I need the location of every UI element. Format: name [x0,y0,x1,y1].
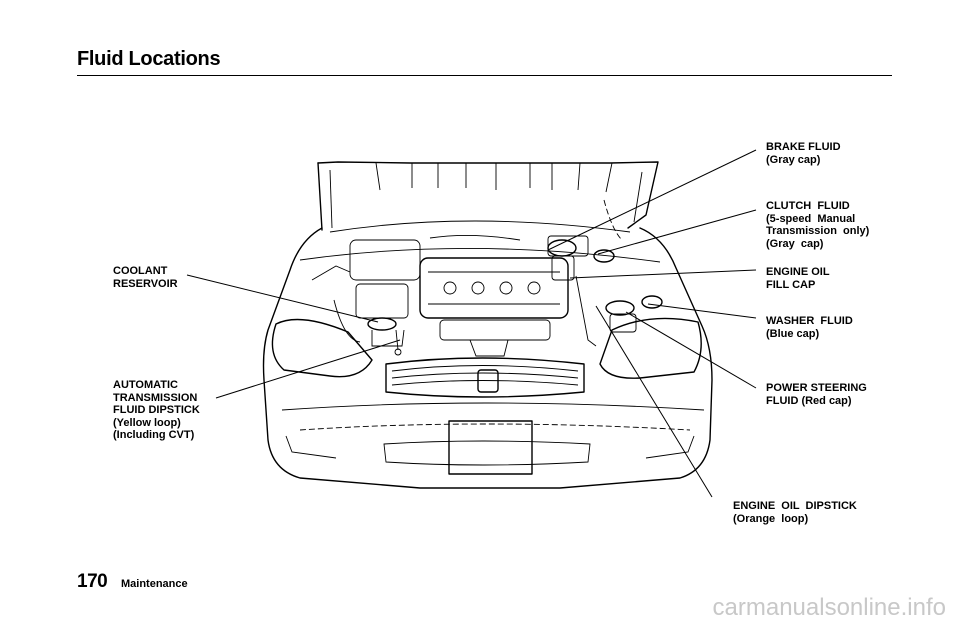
engine-components [311,234,663,357]
leader-power-steering [625,311,757,389]
leader-lines [186,149,757,498]
label-coolant-reservoir: COOLANT RESERVOIR [113,265,178,290]
title-rule [77,75,892,76]
label-engine-oil-fill-cap: ENGINE OIL FILL CAP [766,266,830,291]
left-headlight [271,318,373,378]
section-name: Maintenance [121,578,188,590]
label-atf-dipstick: AUTOMATIC TRANSMISSION FLUID DIPSTICK (Y… [113,379,200,441]
leader-engine-oil-dipstick [595,305,713,498]
label-engine-oil-dipstick: ENGINE OIL DIPSTICK (Orange loop) [733,500,857,525]
label-washer-fluid: WASHER FLUID (Blue cap) [766,315,853,340]
label-power-steering-fluid: POWER STEERING FLUID (Red cap) [766,382,867,407]
grille [385,357,585,398]
leader-coolant [186,274,379,323]
label-brake-fluid: BRAKE FLUID (Gray cap) [766,141,841,166]
license-plate [448,420,533,475]
leader-washer-fluid [647,303,757,319]
hood [317,161,659,241]
leader-atf-dipstick [215,339,401,399]
page-number: 170 [77,571,108,592]
leader-engine-oil-fill [569,269,757,279]
label-clutch-fluid: CLUTCH FLUID (5-speed Manual Transmissio… [766,200,870,250]
emblem [477,369,499,393]
right-headlight [599,317,702,379]
leader-clutch-fluid [597,209,757,255]
page-title: Fluid Locations [77,48,221,70]
car-body [262,220,713,489]
leader-brake-fluid [547,149,757,251]
watermark: carmanualsonline.info [712,594,946,621]
